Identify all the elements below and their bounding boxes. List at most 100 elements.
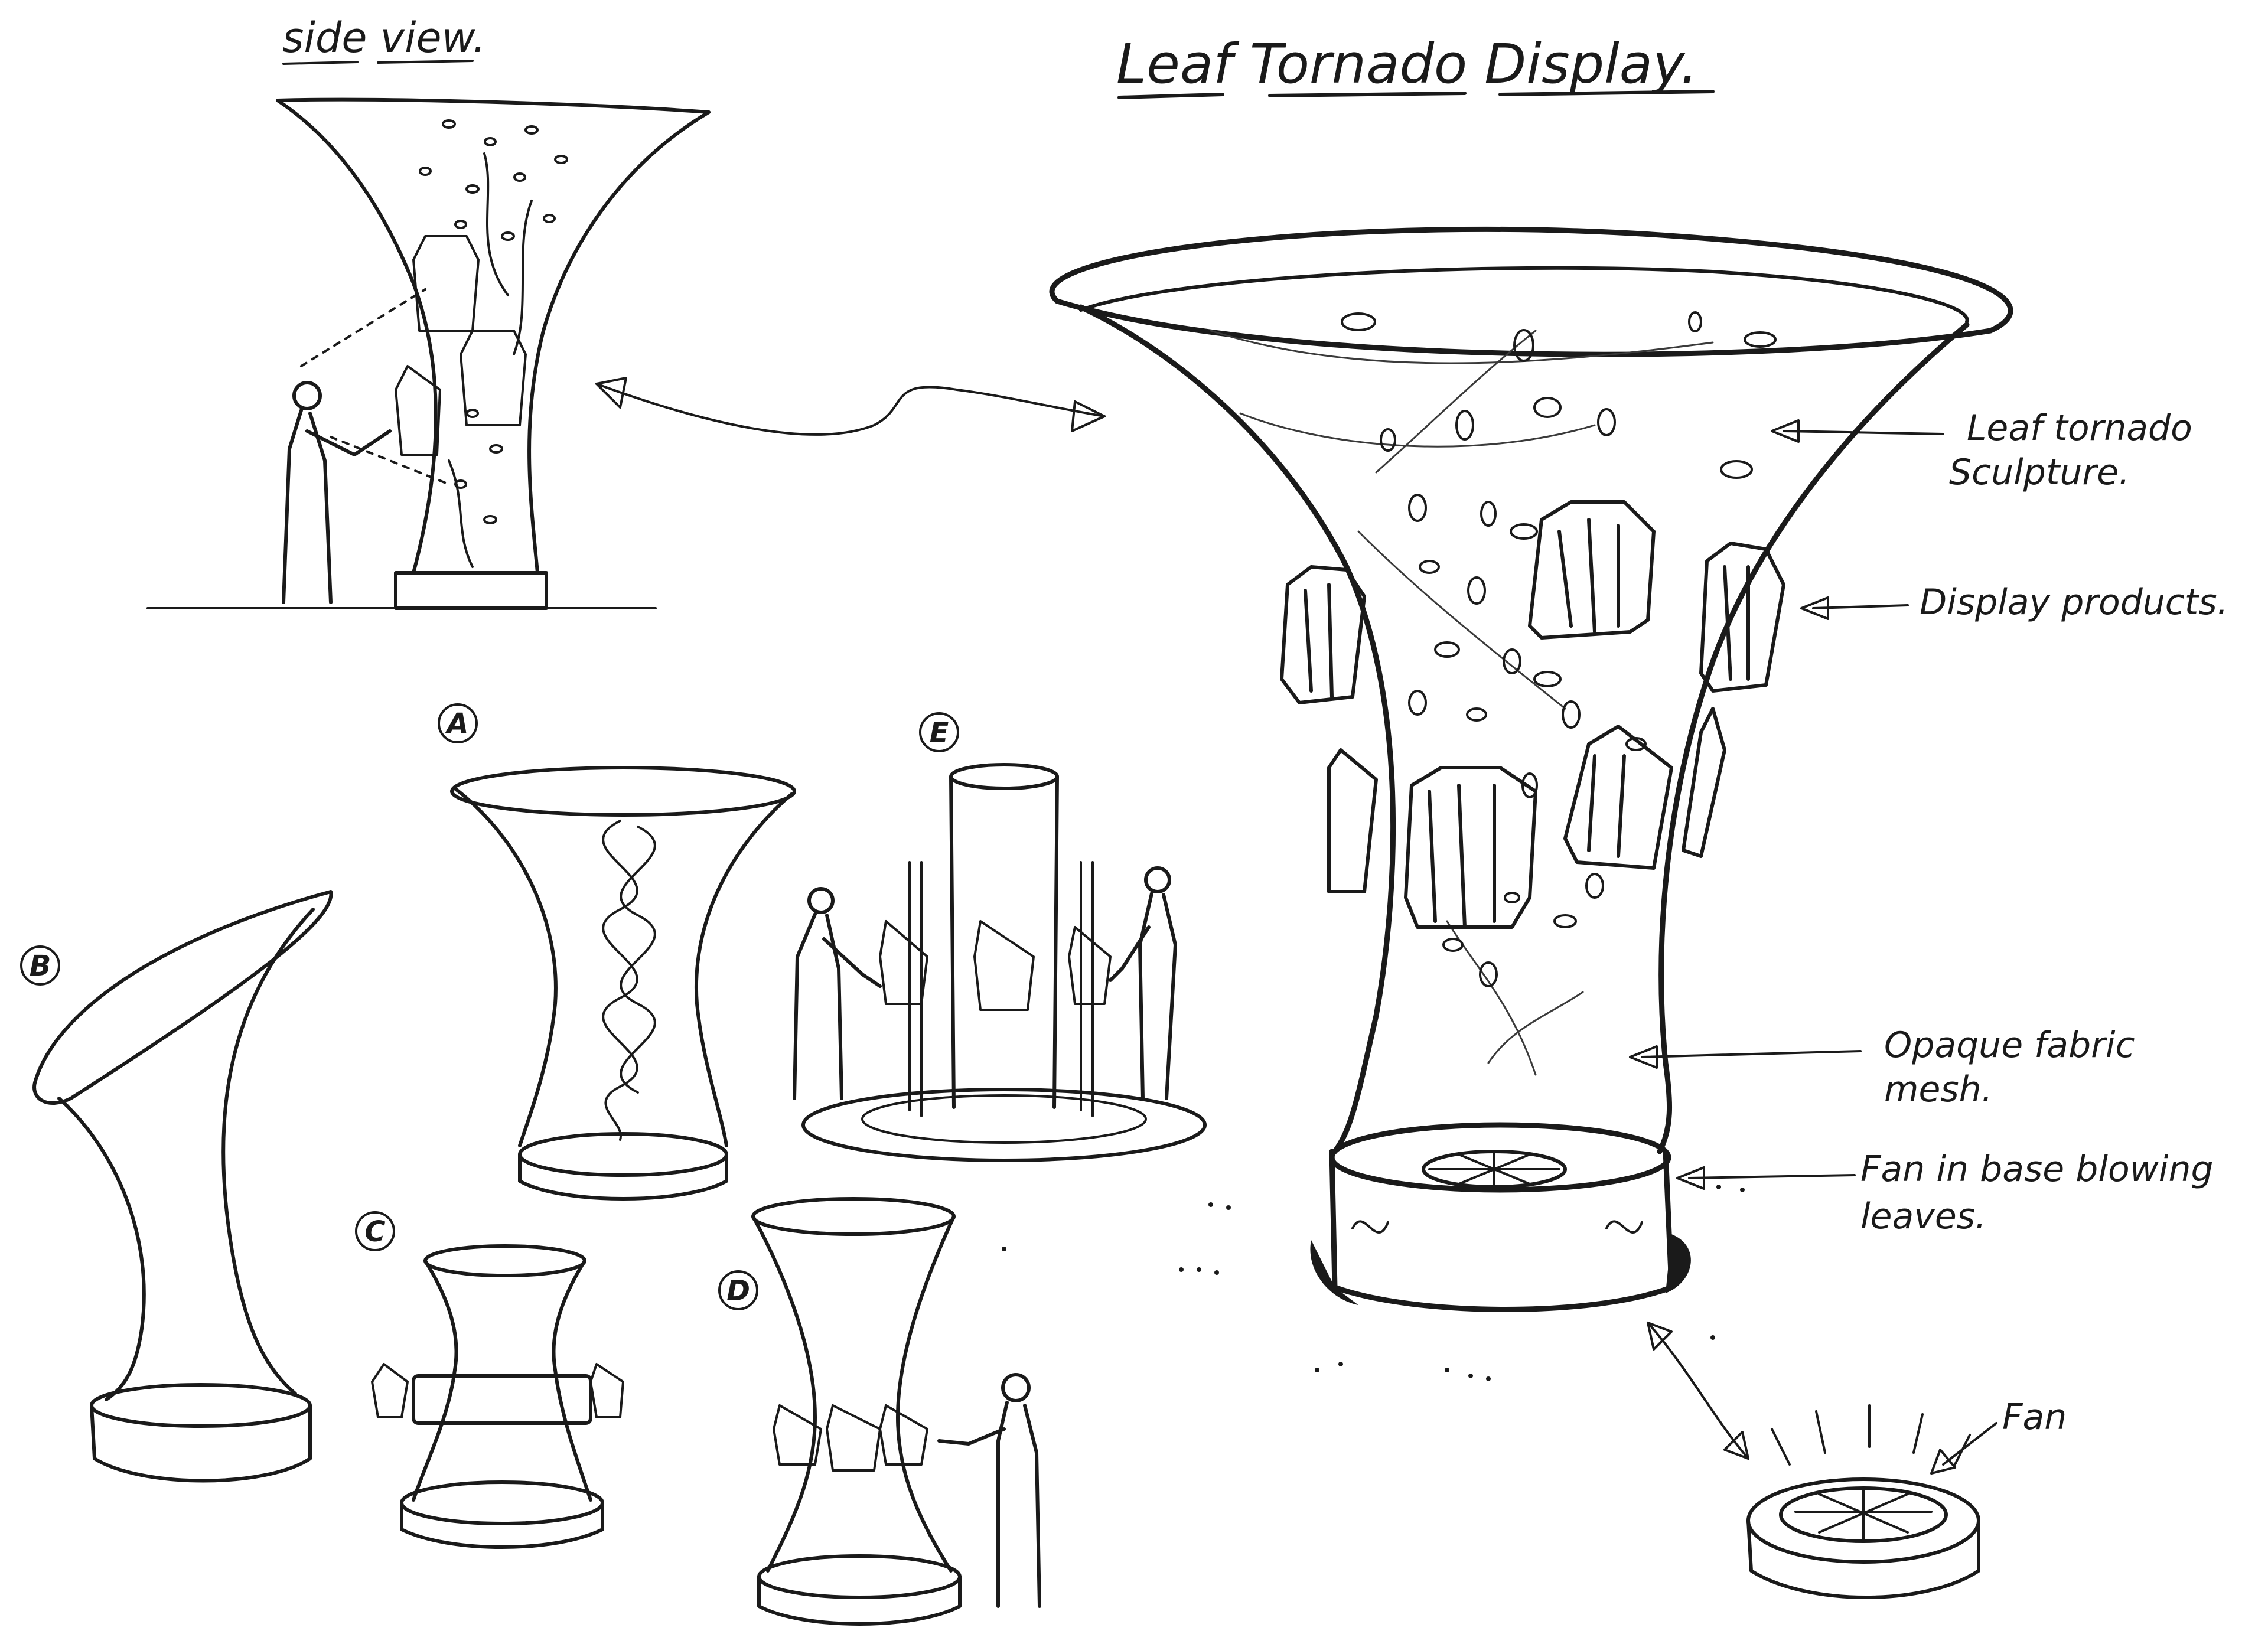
shirt-2 [1280, 565, 1366, 704]
variant-c-badge [355, 1211, 395, 1251]
side-person [282, 381, 392, 604]
variant-a: A [438, 703, 796, 1201]
fan-housing [1746, 1519, 1980, 1599]
main-funnel-right [1657, 322, 1970, 1154]
callout-fan-base: Fan in base blowing leaves. [1676, 1149, 2214, 1237]
fan-detail-arrowhead-top [1647, 1322, 1673, 1351]
variant-c-body [412, 1259, 592, 1502]
main-fan-blades [1428, 1150, 1560, 1188]
fan-callout-leader [1942, 1422, 1997, 1466]
shirt-7 [1682, 707, 1726, 858]
variant-e-platform [801, 1088, 1207, 1162]
variant-c-base-wall [400, 1501, 604, 1549]
callout-fabric: Opaque fabric mesh. [1629, 1025, 2135, 1110]
variant-a-base-wall [518, 1153, 728, 1201]
variant-c-base-top [400, 1480, 604, 1525]
variant-b-base-wall [90, 1404, 312, 1483]
side-funnel-left [276, 99, 438, 575]
shirt-1-folds [1557, 518, 1620, 634]
shirt-6 [1327, 748, 1378, 893]
variant-b-left [57, 1097, 146, 1401]
callout-leaf-tornado-arrowhead [1771, 419, 1800, 443]
callout-leaf-tornado-leader [1783, 430, 1944, 435]
callout-fabric-arrowhead [1629, 1045, 1658, 1069]
variant-b-letter: B [30, 950, 51, 983]
shirt-4 [1404, 766, 1537, 929]
variant-d-badge [718, 1270, 758, 1310]
shirt-3 [1699, 542, 1785, 693]
callout-fabric-line1: Opaque fabric [1884, 1025, 2135, 1066]
variant-d-products [773, 1404, 928, 1472]
variant-a-right [695, 792, 793, 1147]
callout-fabric-leader [1641, 1050, 1862, 1058]
shirt-5-folds [1587, 754, 1626, 858]
side-view-underline [282, 60, 474, 65]
variant-c-letter: C [364, 1215, 385, 1248]
variant-a-tornado-1 [602, 820, 638, 1141]
main-base-marks [1351, 1220, 1643, 1234]
shirt-4-folds [1428, 784, 1496, 929]
variant-b-right [221, 908, 315, 1395]
connector-arrowhead-left [595, 377, 627, 409]
scatter-dots [1002, 1185, 1745, 1381]
variant-d-rim [751, 1197, 956, 1236]
side-funnel-right [527, 110, 711, 575]
variant-c: C [355, 1211, 624, 1549]
variant-d: D [718, 1197, 1041, 1626]
main-funnel-inner-rim [1079, 266, 1969, 324]
fan-blades [1794, 1487, 1933, 1542]
variant-a-tornado-2 [620, 826, 656, 1094]
variant-c-products [371, 1363, 624, 1418]
main-base-shadow-left [1310, 1240, 1358, 1305]
variant-b-badge [20, 945, 60, 986]
callout-leaf-tornado: Leaf tornado Sculpture. [1771, 407, 2192, 493]
main-base-top [1329, 1122, 1671, 1193]
variant-e-platform-inner [861, 1094, 1147, 1144]
side-base [394, 571, 548, 610]
callout-display-products-arrowhead [1800, 596, 1829, 620]
variant-b-rim [32, 890, 333, 1105]
main-base-shadow-right [1666, 1234, 1691, 1293]
callout-leaf-tornado-line2: Sculpture. [1949, 452, 2130, 493]
shirt-1 [1528, 500, 1656, 640]
callout-leaf-tornado-line1: Leaf tornado [1967, 407, 2192, 449]
main-swirl-lines [1210, 330, 1714, 1076]
variant-b-base-top [90, 1383, 312, 1428]
variant-d-base-wall [757, 1575, 962, 1626]
main-base-wall [1329, 1149, 1674, 1312]
variant-d-body [751, 1215, 956, 1573]
variant-c-band [412, 1374, 592, 1425]
variant-e: E [793, 712, 1207, 1162]
fan-label: Fan [2002, 1397, 2067, 1438]
side-leaves [419, 119, 568, 568]
side-funnel-rim [276, 97, 711, 114]
variant-a-left [453, 787, 558, 1147]
variant-a-rim [450, 766, 796, 817]
variant-d-letter: D [726, 1274, 750, 1307]
variant-e-column-top [949, 763, 1059, 790]
side-shirt-3 [395, 365, 441, 456]
shirt-3-folds [1723, 565, 1750, 681]
variant-e-poles [908, 861, 1094, 1117]
main-sculpture [1049, 226, 2013, 1312]
title-underline [1117, 90, 1715, 99]
variant-d-person [937, 1373, 1041, 1608]
side-shirt-2 [460, 330, 527, 426]
fan-callout-arrowhead [1930, 1449, 1956, 1475]
callout-fan-base-line1: Fan in base blowing [1860, 1149, 2214, 1190]
variant-a-letter: A [444, 707, 468, 741]
callout-display-products: Display products. [1800, 582, 2228, 623]
side-sightline-2 [330, 436, 450, 485]
fan-airflow-lines [1771, 1404, 1971, 1466]
connector-arrow [595, 383, 1106, 436]
main-leaves [1341, 311, 1777, 987]
variant-b: B [20, 890, 333, 1483]
callout-fabric-line2: mesh. [1884, 1069, 1993, 1110]
variant-e-column [949, 775, 1059, 1109]
title-group: Leaf Tornado Display. [1116, 32, 1715, 99]
callout-fan-base-leader [1688, 1174, 1856, 1179]
variant-e-badge [919, 712, 959, 752]
variant-e-people [793, 866, 1177, 1100]
variant-d-base-top [757, 1554, 962, 1599]
